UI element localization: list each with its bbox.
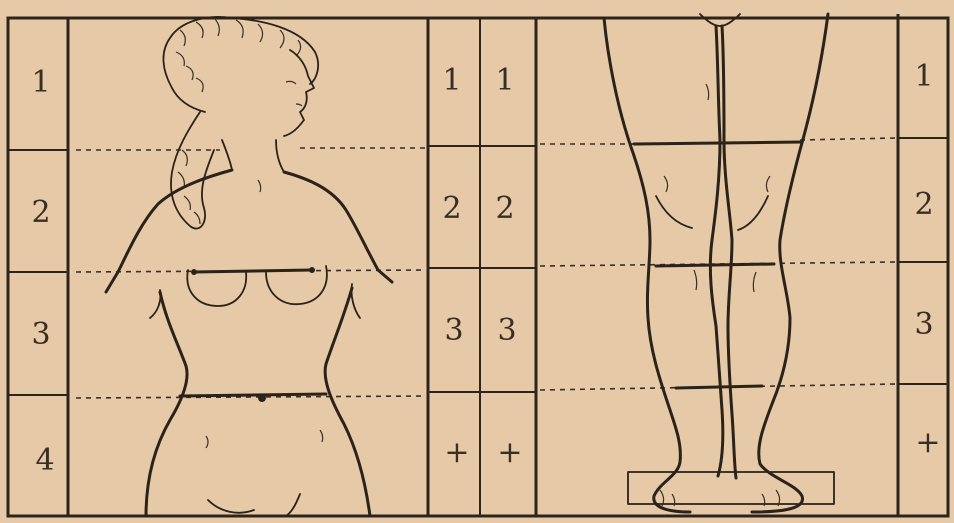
scale-label: 2 [495,191,514,226]
scale-label: + [444,435,469,470]
scale-label: 1 [31,65,50,100]
scale-label: 1 [914,59,933,94]
scale-label: 3 [31,317,50,352]
scale-label: 2 [914,187,933,222]
scale-label: 4 [35,443,54,478]
scale-label: 3 [914,307,933,342]
scale-label: 3 [497,313,516,348]
scale-label: 3 [444,313,463,348]
scale-label: 2 [442,191,461,226]
scale-label: + [497,435,522,470]
scale-label: 2 [31,195,50,230]
scale-label: 1 [442,63,461,98]
legs-figure [604,14,834,512]
scale-label: 1 [495,63,514,98]
torso-figure [106,17,392,516]
segment-dividers [8,138,948,395]
scale-label: + [915,425,940,460]
